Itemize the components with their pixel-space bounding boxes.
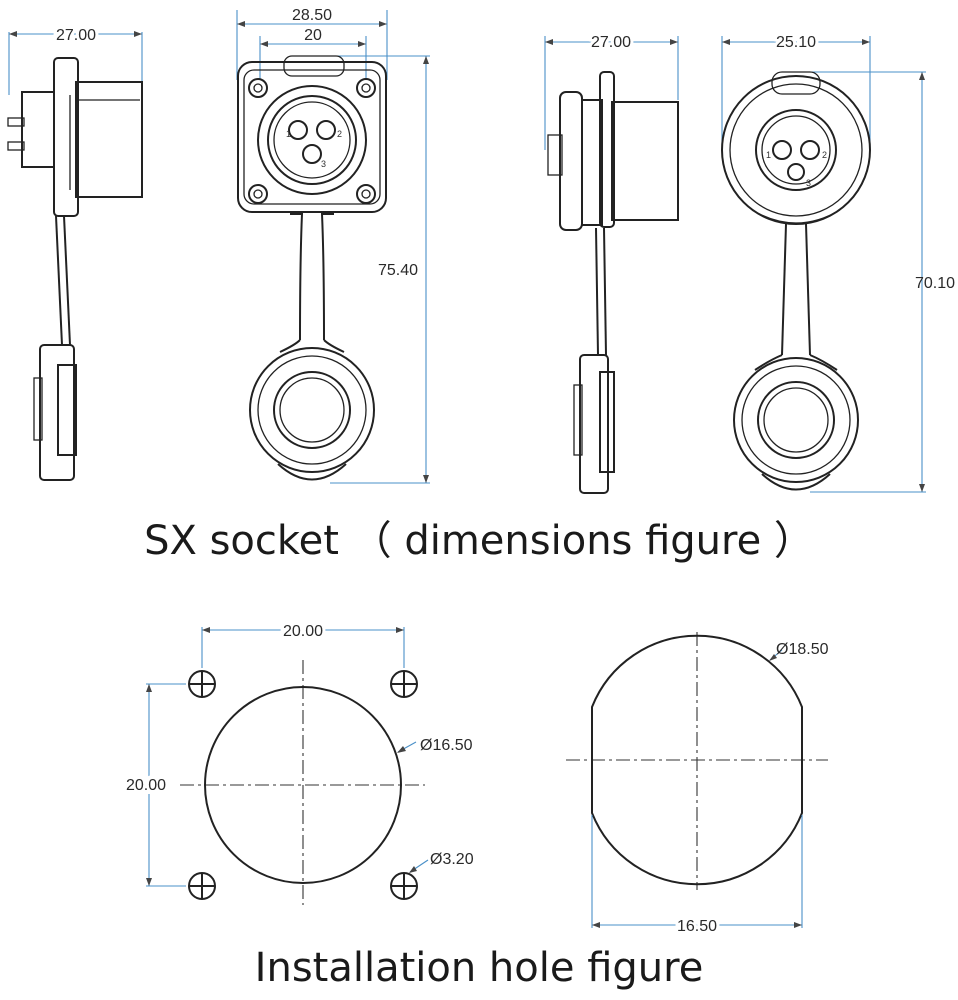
dim-hole-spacing-h: 20.00 bbox=[283, 623, 323, 640]
dim-front-inner-width: 20 bbox=[304, 27, 322, 44]
front-view-right: 25.10 70.10 1 2 3 bbox=[721, 31, 955, 493]
pin-label-r3: 3 bbox=[806, 178, 811, 188]
dim-d-hole-flat: 16.50 bbox=[677, 918, 717, 935]
side-view-left: 27.00 bbox=[7, 24, 143, 481]
dim-d-hole-dia: Ø18.50 bbox=[776, 641, 829, 658]
dim-hole-spacing-v: 20.00 bbox=[126, 777, 166, 794]
mounting-hole bbox=[188, 670, 216, 698]
dimensions-caption: SX socket （ dimensions figure ） bbox=[144, 518, 814, 564]
pin-label-2: 2 bbox=[337, 129, 342, 139]
mounting-hole bbox=[188, 872, 216, 900]
dim-center-hole-dia: Ø16.50 bbox=[420, 737, 473, 754]
dim-right-front-width: 25.10 bbox=[776, 34, 816, 51]
dim-right-front-height: 70.10 bbox=[915, 275, 955, 292]
side-view-right: 27.00 bbox=[544, 31, 679, 494]
dim-front-outer-width: 28.50 bbox=[292, 7, 332, 24]
dim-small-hole-dia: Ø3.20 bbox=[430, 851, 474, 868]
pin-label-3: 3 bbox=[321, 159, 326, 169]
hole-pattern-square: 20.00 20.00 Ø16.50 bbox=[122, 620, 474, 905]
dim-right-side-width: 27.00 bbox=[591, 34, 631, 51]
pin-label-r2: 2 bbox=[822, 150, 827, 160]
hole-pattern-d: Ø18.50 16.50 bbox=[566, 632, 829, 938]
mounting-hole bbox=[390, 872, 418, 900]
mounting-hole bbox=[390, 670, 418, 698]
dim-front-height: 75.40 bbox=[378, 262, 418, 279]
dim-left-side-width: 27.00 bbox=[56, 27, 96, 44]
pin-label-r1: 1 bbox=[766, 150, 771, 160]
front-view-left: 28.50 20 75.40 1 2 3 bbox=[236, 7, 430, 484]
pin-label-1: 1 bbox=[286, 129, 291, 139]
installation-caption: Installation hole figure bbox=[254, 945, 704, 991]
